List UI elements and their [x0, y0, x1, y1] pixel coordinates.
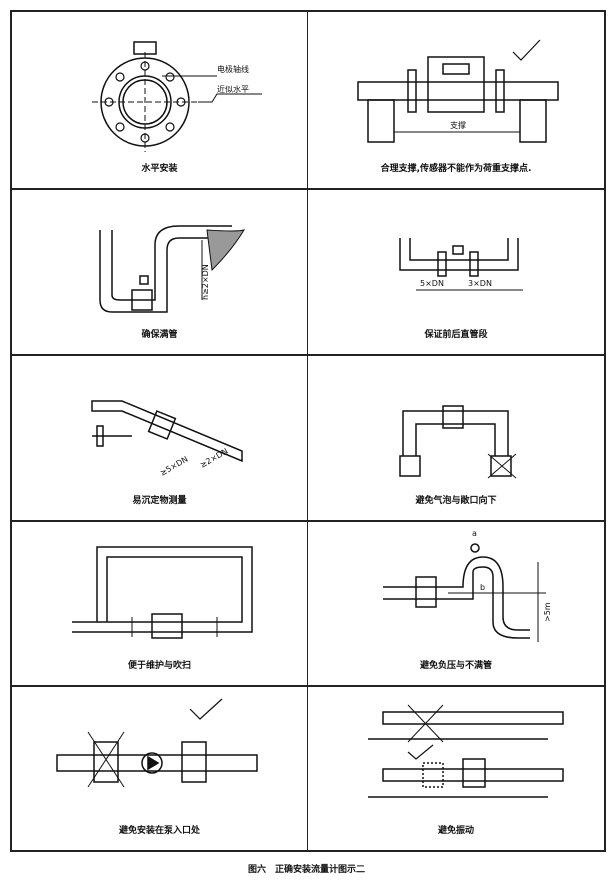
cell-support: 支撑 合理支撑,传感器不能作为荷重支撑点. [308, 12, 604, 190]
figure-caption: 图六 正确安装流量计图示二 [247, 865, 365, 875]
caption: 避免负压与不满管 [419, 661, 492, 671]
bubbles-drawing [399, 405, 517, 479]
caption: 避免振动 [437, 826, 474, 836]
upstream-label: ≥5×DN [159, 455, 190, 478]
support-label: 支撑 [450, 120, 466, 130]
upstream-label: 5×DN [420, 279, 444, 288]
point-a-label: a [472, 529, 477, 538]
cell-pump-inlet: 避免安装在泵入口处 [12, 687, 308, 850]
cell-vibration: 避免振动 [308, 687, 604, 850]
flange-drawing: 电极轴线 近似水平 [92, 41, 262, 152]
caption: 合理支撑,传感器不能作为荷重支撑点. [380, 164, 532, 174]
installation-diagram-grid: 电极轴线 近似水平 水平安装 支撑 合理支撑,传感器不能作为荷重支撑点. h≥2… [10, 10, 606, 852]
caption: 确保满管 [141, 330, 178, 340]
cell-horizontal-install: 电极轴线 近似水平 水平安装 [12, 12, 308, 190]
full-pipe-drawing: h≥2×DN [99, 225, 246, 313]
sediment-drawing: ≥5×DN ≥2×DN [91, 400, 243, 478]
cell-negative-pressure: a b >5m 避免负压与不满管 [308, 522, 604, 687]
caption: 避免气泡与敞口向下 [415, 496, 497, 506]
support-drawing: 支撑 [357, 39, 559, 143]
straight-pipe-drawing: 5×DN 3×DN [399, 238, 523, 291]
caption: 避免安装在泵入口处 [118, 826, 200, 836]
height-label: h≥2×DN [201, 264, 210, 300]
caption: 水平安装 [141, 164, 178, 174]
bypass-drawing [72, 546, 253, 639]
approx-horizontal-label: 近似水平 [217, 84, 249, 94]
point-b-label: b [480, 583, 485, 592]
negative-pressure-drawing: a b >5m [383, 529, 552, 642]
cell-full-pipe: h≥2×DN 确保满管 [12, 190, 308, 356]
pump-drawing [56, 698, 258, 788]
vibration-drawing [368, 704, 564, 798]
cell-avoid-bubbles: 避免气泡与敞口向下 [308, 356, 604, 522]
cell-straight-pipe: 5×DN 3×DN 保证前后直管段 [308, 190, 604, 356]
caption: 易沉定物测量 [132, 496, 187, 506]
cell-maintenance: 便于维护与吹扫 [12, 522, 308, 687]
caption: 便于维护与吹扫 [127, 661, 191, 671]
cell-sediment: ≥5×DN ≥2×DN 易沉定物测量 [12, 356, 308, 522]
height-label: >5m [543, 602, 552, 622]
caption: 保证前后直管段 [424, 330, 488, 340]
downstream-label: 3×DN [468, 279, 492, 288]
electrode-axis-label: 电极轴线 [217, 64, 249, 74]
